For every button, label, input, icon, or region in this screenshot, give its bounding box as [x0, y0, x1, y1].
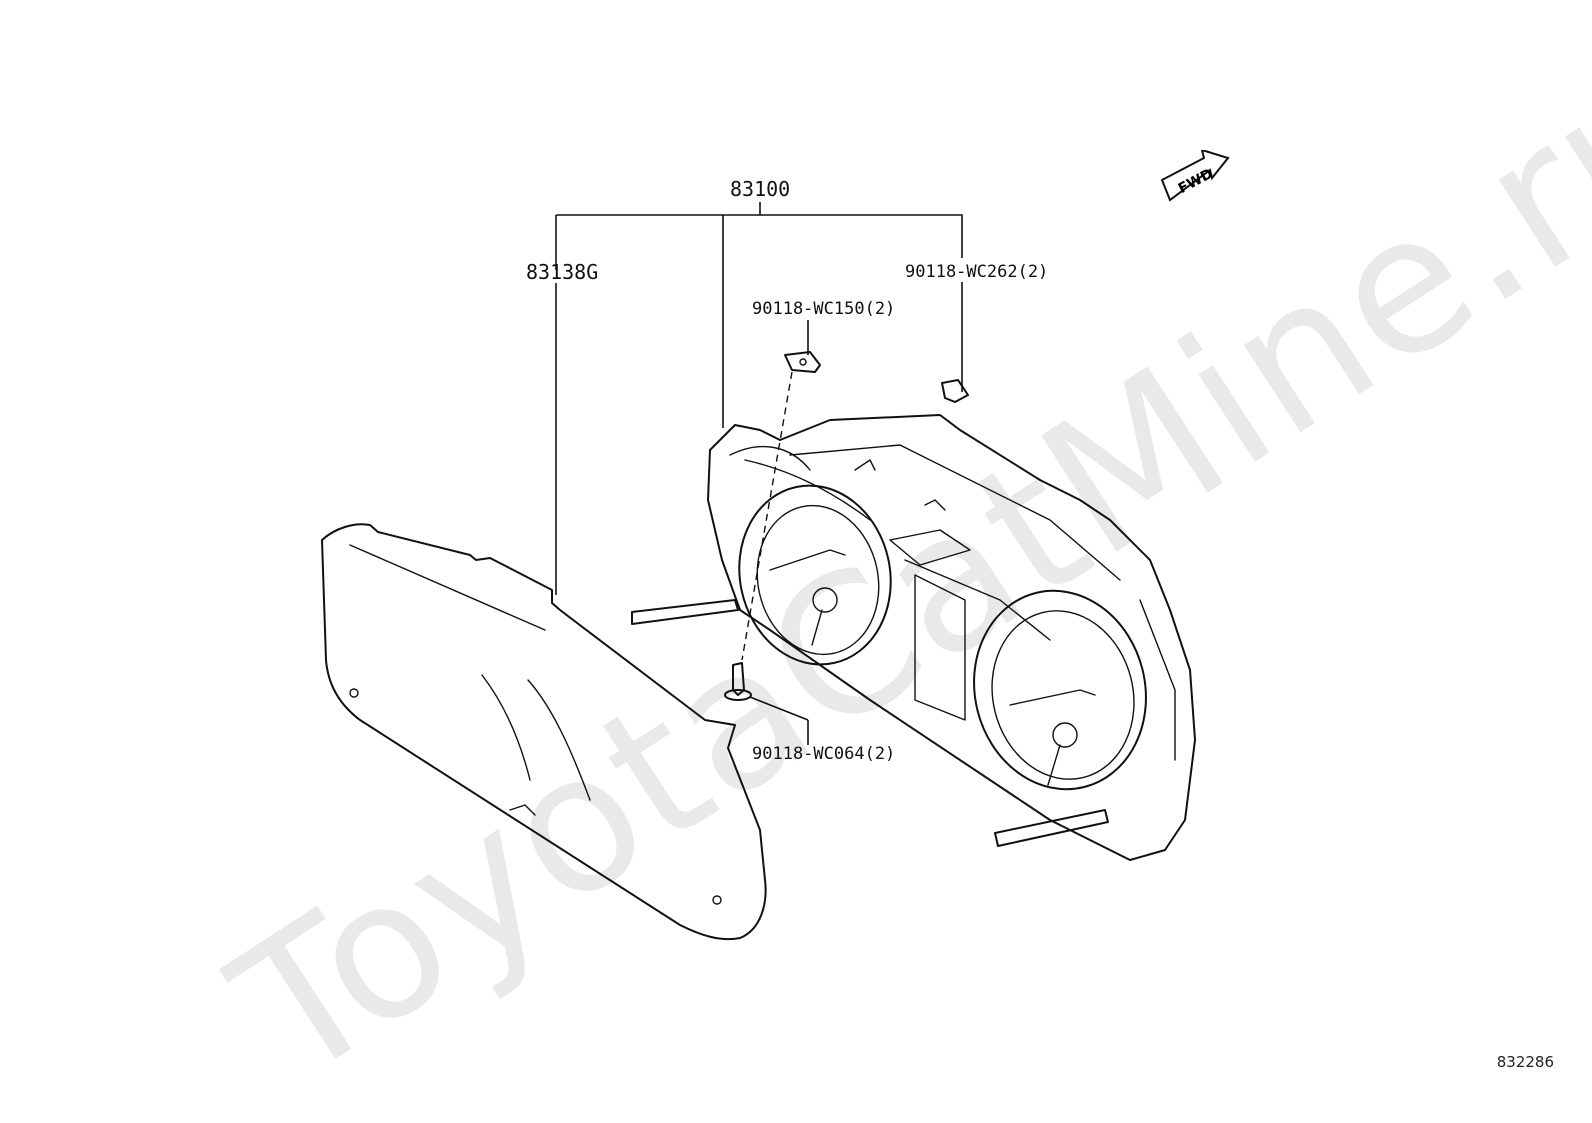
- callout-screw: 90118-WC064(2): [752, 744, 896, 764]
- clip-wc262: [941, 379, 969, 403]
- parts-diagram: [321, 202, 1196, 941]
- fwd-arrow-icon: FWD: [1160, 148, 1230, 209]
- clip-wc150: [784, 351, 821, 373]
- callout-assembly: 83100: [730, 177, 791, 201]
- meter-housing: [631, 414, 1196, 861]
- screw-wc064: [724, 662, 752, 701]
- callout-lens: 83138G: [526, 260, 599, 284]
- leader-lines: [555, 202, 963, 745]
- callout-clip-right: 90118-WC262(2): [905, 262, 1049, 282]
- figure-number: 832286: [1496, 1053, 1554, 1071]
- callout-clip-top: 90118-WC150(2): [752, 299, 896, 319]
- cluster-lens: [321, 523, 767, 941]
